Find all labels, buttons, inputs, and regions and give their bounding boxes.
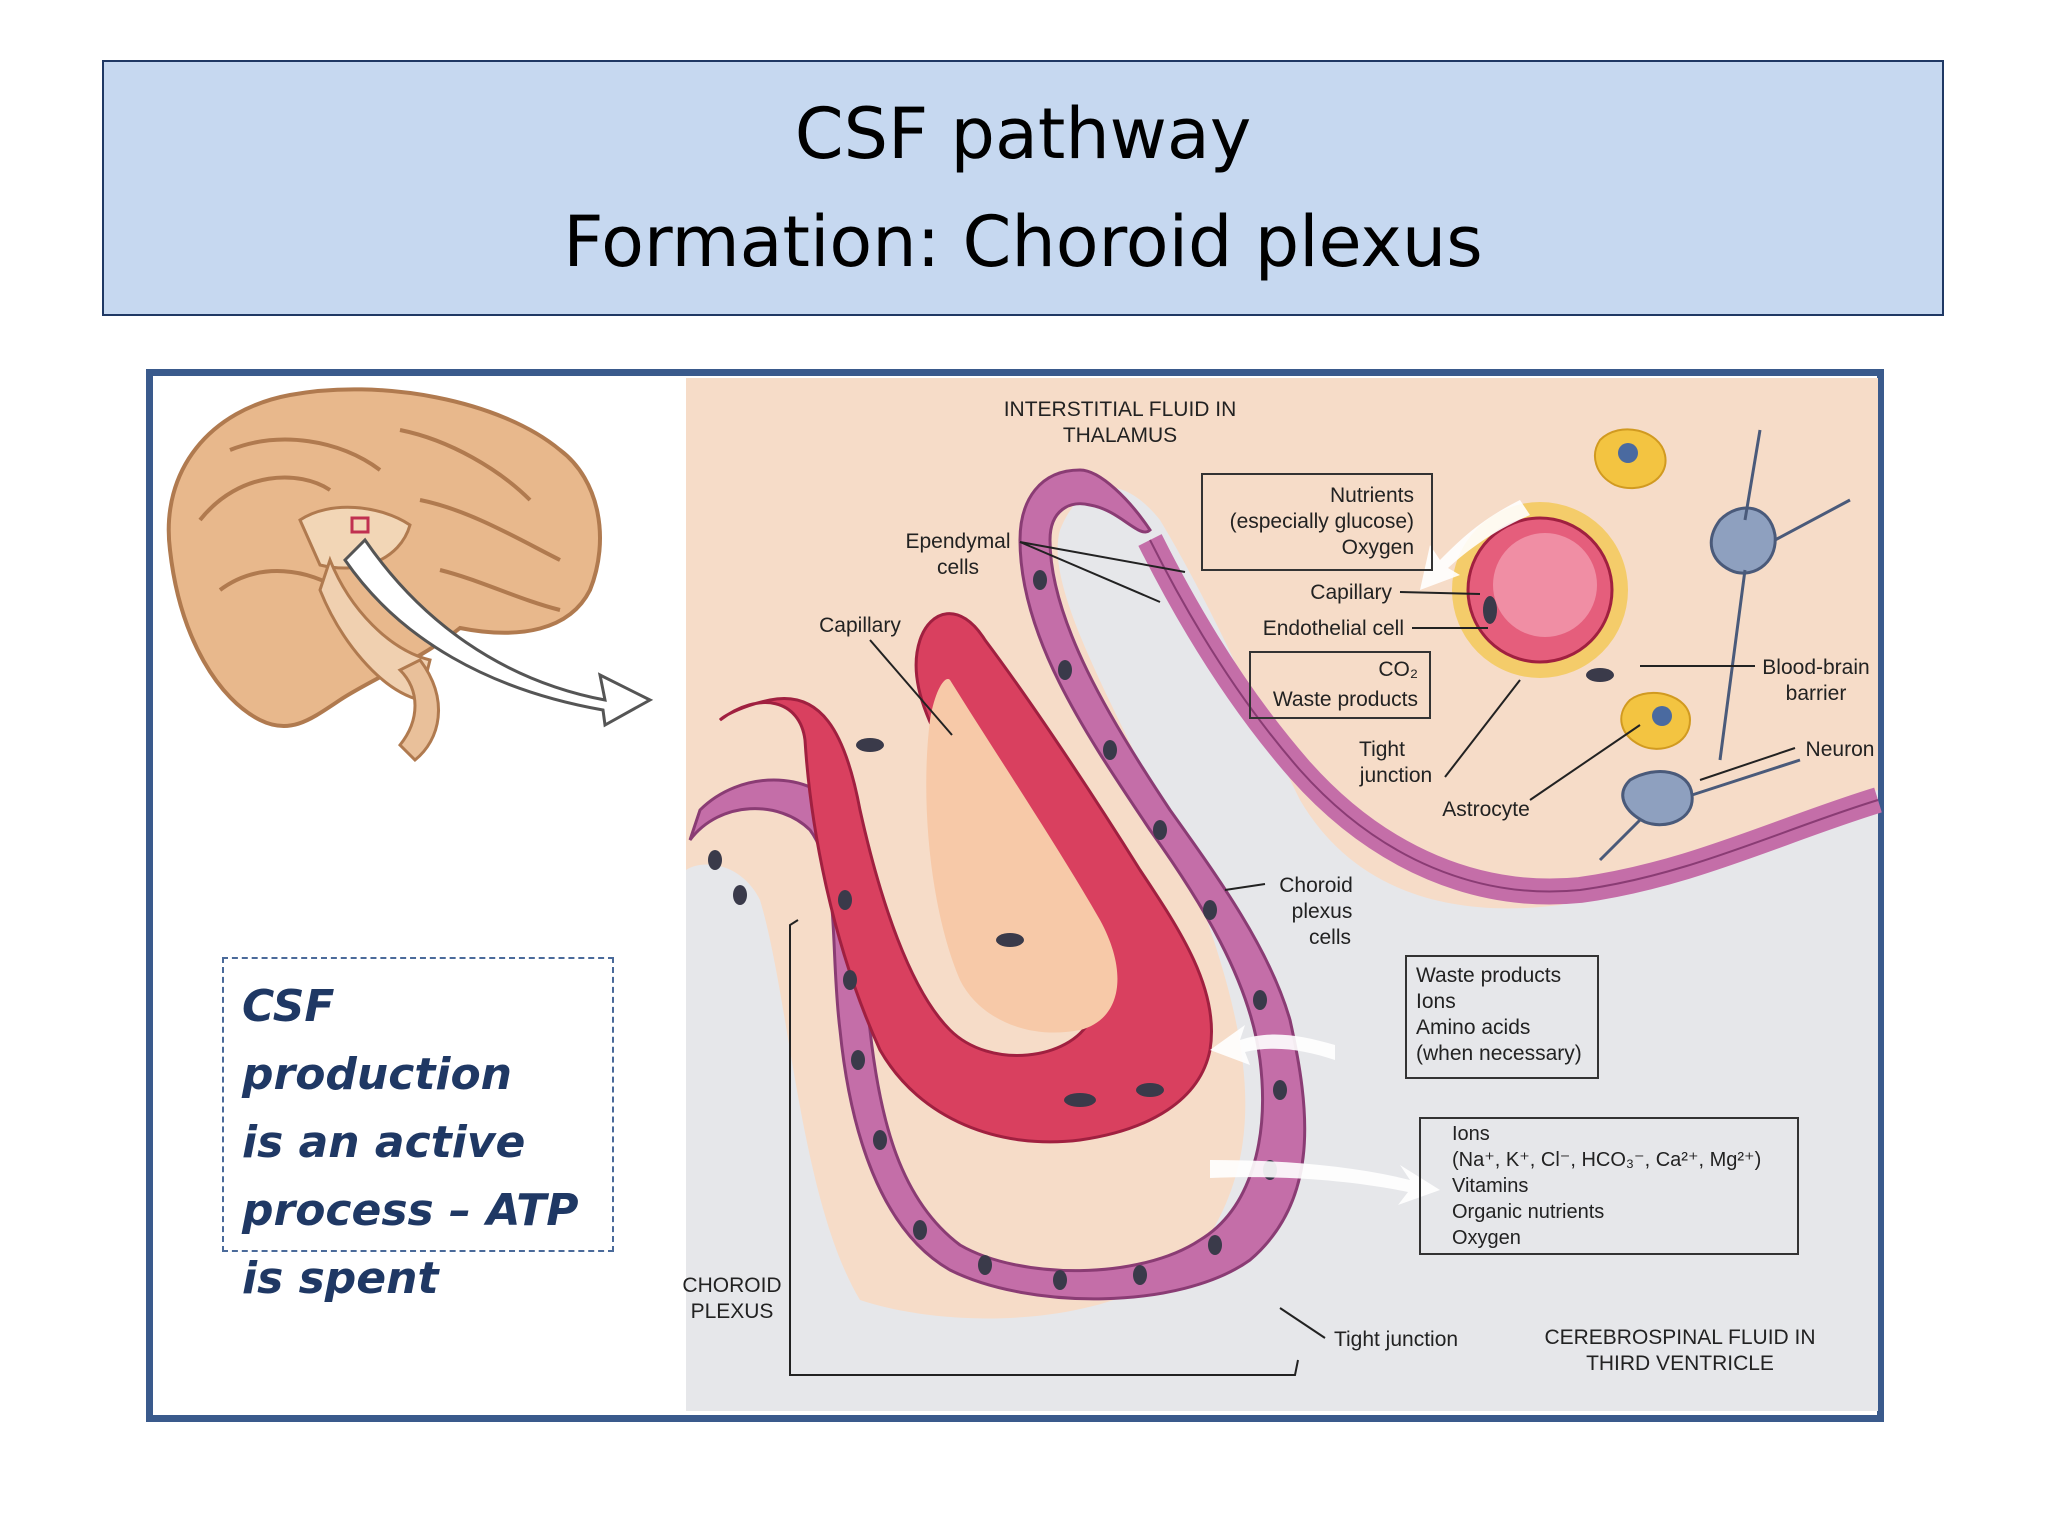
label-box4-1: Ions xyxy=(1452,1123,1490,1145)
label-waste: Waste products xyxy=(1273,688,1418,711)
label-csf-1: CEREBROSPINAL FLUID IN xyxy=(1544,1326,1815,1349)
label-bbb-1: Blood-brain xyxy=(1762,656,1869,679)
co2-waste-box xyxy=(1249,651,1431,719)
label-ependymal-2: cells xyxy=(937,556,979,579)
choroid-plexus-epithelium xyxy=(688,468,1307,1301)
label-box4-5: Oxygen xyxy=(1452,1227,1521,1249)
label-nutrients-3: Oxygen xyxy=(1342,536,1414,559)
label-box3-1: Waste products xyxy=(1416,964,1561,987)
nutrients-box xyxy=(1201,473,1433,571)
label-co2: CO₂ xyxy=(1378,658,1418,681)
slide-title: CSF pathway xyxy=(794,92,1252,175)
label-choroid-cells-2: plexus xyxy=(1292,900,1353,923)
waste-ions-box xyxy=(1405,955,1599,1079)
label-neuron: Neuron xyxy=(1806,738,1875,761)
label-capillary-right: Capillary xyxy=(1310,581,1392,604)
transport-arrow-nutrients xyxy=(1420,500,1530,590)
label-csf-2: THIRD VENTRICLE xyxy=(1586,1352,1774,1375)
label-choroid-plexus-2: PLEXUS xyxy=(691,1300,774,1323)
label-choroid-plexus-1: CHOROID xyxy=(682,1274,781,1297)
leader-lines xyxy=(789,541,1796,1376)
label-box3-2: Ions xyxy=(1416,990,1456,1013)
label-interstitial-1: INTERSTITIAL FLUID IN xyxy=(1004,398,1237,421)
zoom-arrow-icon xyxy=(343,537,654,728)
slide-subtitle: Formation: Choroid plexus xyxy=(563,201,1483,283)
epithelial-nuclei xyxy=(708,570,1287,1290)
atp-note-box: CSF production is an active process – AT… xyxy=(222,957,614,1304)
transport-arrow-waste xyxy=(1210,1025,1335,1065)
note-line-4: is spent xyxy=(242,1253,439,1304)
neuron-cells xyxy=(1598,429,1851,862)
note-line-1: CSF production xyxy=(242,981,512,1100)
label-tight-junction: Tight junction xyxy=(1334,1328,1458,1351)
label-ependymal-1: Ependymal xyxy=(905,530,1010,553)
label-capillary-left: Capillary xyxy=(819,614,901,637)
note-line-3: process – ATP xyxy=(242,1185,579,1236)
label-astrocyte: Astrocyte xyxy=(1442,798,1530,821)
ions-vitamins-box xyxy=(1419,1117,1799,1255)
transport-arrow-ions xyxy=(1210,1160,1440,1205)
label-box4-2: (Na⁺, K⁺, Cl⁻, HCO₃⁻, Ca²⁺, Mg²⁺) xyxy=(1452,1149,1761,1171)
label-box3-4: (when necessary) xyxy=(1416,1042,1582,1065)
label-box4-4: Organic nutrients xyxy=(1452,1201,1604,1223)
label-box3-3: Amino acids xyxy=(1416,1016,1530,1039)
label-tight-2: junction xyxy=(1359,764,1432,787)
label-bbb-2: barrier xyxy=(1786,682,1847,705)
brain-capillary xyxy=(1452,502,1628,682)
note-line-2: is an active xyxy=(242,1117,526,1168)
label-nutrients-1: Nutrients xyxy=(1330,484,1414,507)
title-banner: CSF pathway Formation: Choroid plexus xyxy=(102,60,1944,316)
brain-sagittal-icon xyxy=(166,387,602,763)
label-interstitial-2: THALAMUS xyxy=(1063,424,1177,447)
label-tight-1: Tight xyxy=(1359,738,1405,761)
label-choroid-cells-1: Choroid xyxy=(1279,874,1353,897)
label-choroid-cells-3: cells xyxy=(1309,926,1351,949)
label-nutrients-2: (especially glucose) xyxy=(1230,510,1414,533)
label-box4-3: Vitamins xyxy=(1452,1175,1528,1197)
label-endothelial: Endothelial cell xyxy=(1263,617,1404,640)
